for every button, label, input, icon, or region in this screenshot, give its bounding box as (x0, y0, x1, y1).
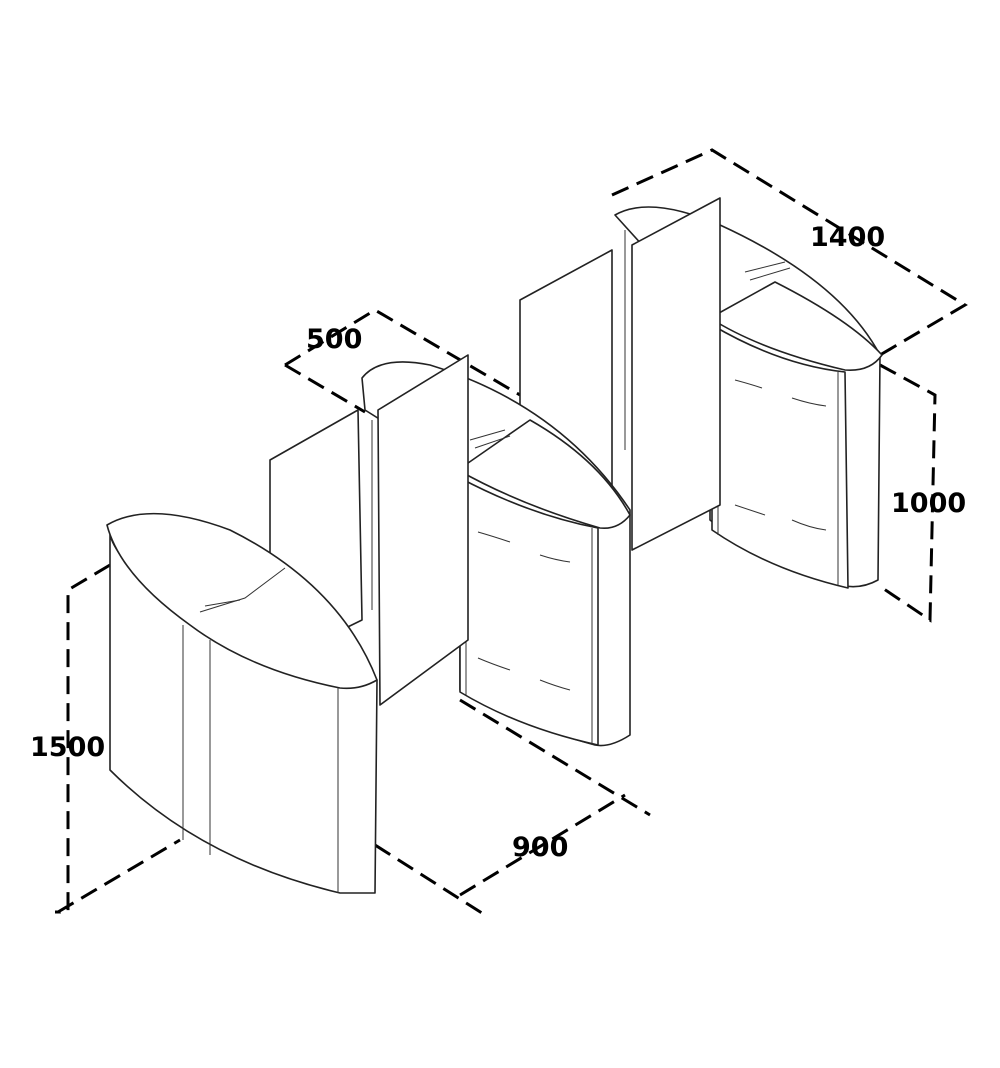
right-cabinet (519, 197, 883, 589)
dimension-900: 900 (512, 832, 569, 863)
dimension-500: 500 (306, 324, 363, 355)
dimension-1400: 1400 (810, 222, 886, 253)
middle-flap (377, 354, 469, 706)
dimension-1000: 1000 (891, 488, 967, 519)
dimension-lines (55, 148, 968, 917)
middle-cabinet (361, 354, 631, 747)
left-cabinet (106, 409, 378, 894)
dimension-1500: 1500 (30, 732, 106, 763)
right-flap (631, 197, 721, 551)
